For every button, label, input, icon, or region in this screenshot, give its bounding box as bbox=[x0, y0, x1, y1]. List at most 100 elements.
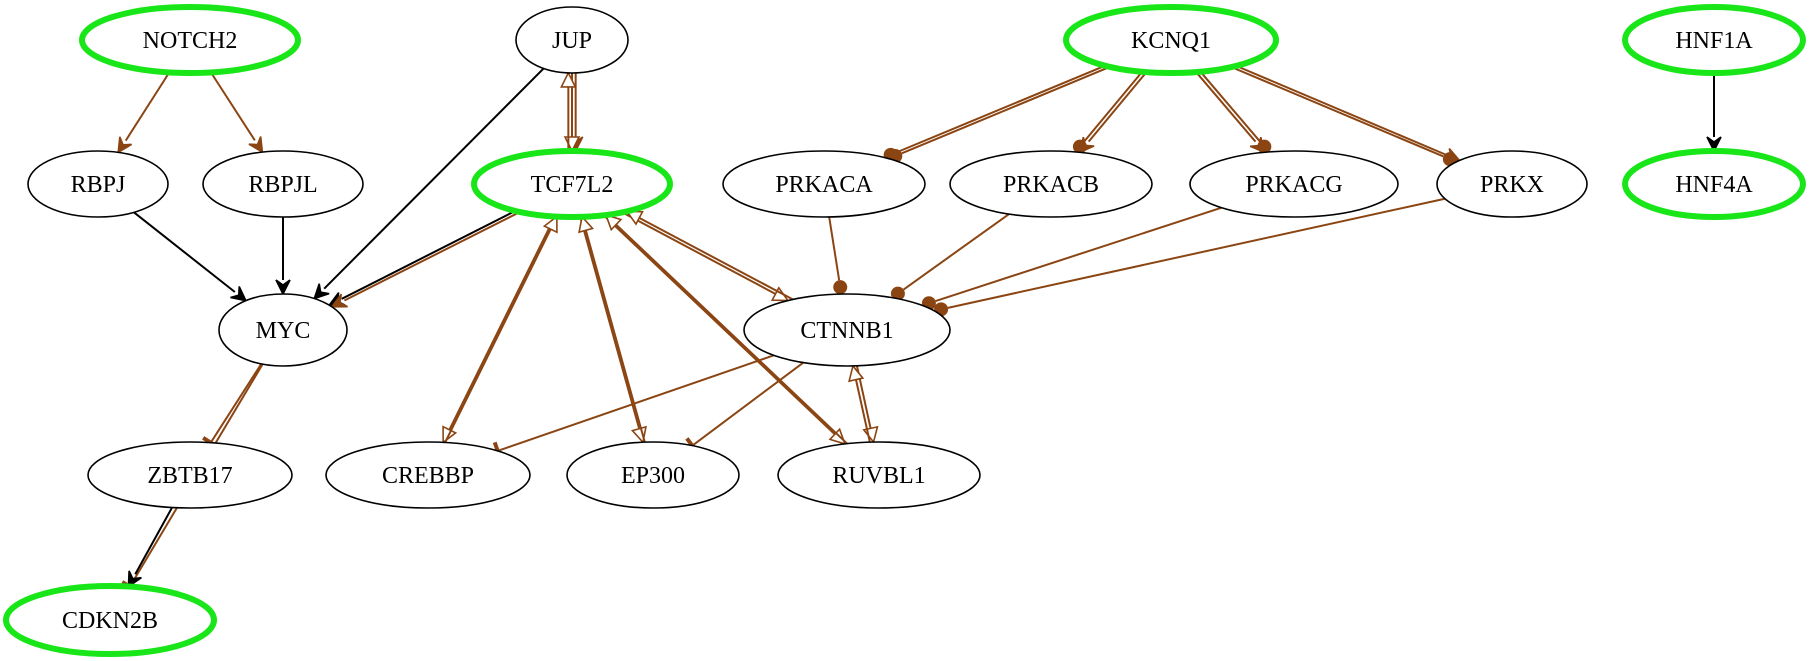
edge-line bbox=[343, 211, 521, 302]
node-jup[interactable]: JUP bbox=[515, 6, 629, 74]
node-label: KCNQ1 bbox=[1131, 28, 1211, 54]
node-kcnq1[interactable]: KCNQ1 bbox=[1063, 4, 1279, 76]
edge-tcf7l2-to-jup bbox=[560, 71, 577, 152]
node-label: JUP bbox=[552, 28, 592, 54]
edge-line bbox=[323, 67, 545, 290]
open-arrowhead bbox=[828, 427, 847, 446]
node-rbpj[interactable]: RBPJ bbox=[27, 150, 169, 218]
node-label: PRKX bbox=[1480, 172, 1544, 198]
arrowhead bbox=[117, 136, 133, 154]
edge-line bbox=[133, 211, 236, 293]
edge-line bbox=[854, 379, 871, 443]
node-label: HNF4A bbox=[1675, 172, 1753, 198]
edge-line bbox=[947, 197, 1446, 309]
node-label: CTNNB1 bbox=[800, 318, 893, 344]
arrowhead bbox=[248, 136, 264, 154]
node-ellipse bbox=[325, 441, 531, 509]
edge-line bbox=[584, 230, 646, 443]
node-prkacb[interactable]: PRKACB bbox=[949, 150, 1153, 218]
open-arrowhead bbox=[604, 213, 623, 232]
nodes-layer: NOTCH2 JUP KCNQ1 HNF1A RBPJ RBPJL TCF7L2 PRKACA… bbox=[3, 4, 1806, 657]
arrowhead bbox=[230, 286, 248, 302]
edge-ep300-to-tcf7l2 bbox=[578, 215, 646, 443]
node-ellipse bbox=[743, 293, 951, 367]
node-label: EP300 bbox=[621, 463, 685, 489]
edge-line bbox=[621, 211, 776, 295]
node-label: CREBBP bbox=[382, 463, 474, 489]
edge-crebbp-to-tcf7l2 bbox=[444, 215, 558, 443]
edge-line bbox=[638, 217, 794, 301]
edge-notch2-to-rbpj bbox=[117, 71, 171, 154]
node-label: RBPJ bbox=[71, 172, 126, 198]
node-label: PRKACA bbox=[775, 172, 873, 198]
edge-zbtb17-to-cdkn2b bbox=[127, 507, 173, 589]
node-prkacg[interactable]: PRKACG bbox=[1189, 150, 1399, 218]
node-ellipse bbox=[202, 150, 364, 218]
edge-line bbox=[603, 214, 836, 436]
node-zbtb17[interactable]: ZBTB17 bbox=[87, 441, 293, 509]
node-prkx[interactable]: PRKX bbox=[1436, 150, 1588, 218]
node-ctnnb1[interactable]: CTNNB1 bbox=[743, 293, 951, 367]
edge-rbpj-to-myc bbox=[133, 211, 248, 302]
edge-line bbox=[1230, 66, 1444, 158]
edge-prkx-to-ctnnb1 bbox=[934, 197, 1446, 317]
node-tcf7l2[interactable]: TCF7L2 bbox=[471, 148, 673, 220]
edge-line bbox=[691, 361, 804, 447]
node-ellipse bbox=[1622, 4, 1806, 76]
node-notch2[interactable]: NOTCH2 bbox=[79, 4, 301, 76]
open-arrowhead bbox=[542, 215, 558, 234]
edge-line bbox=[497, 354, 775, 452]
node-ellipse bbox=[722, 150, 926, 218]
edge-line bbox=[444, 228, 552, 443]
arrowhead bbox=[330, 293, 348, 308]
edge-line bbox=[134, 507, 173, 575]
edge-line bbox=[1199, 71, 1261, 142]
edge-kcnq1-to-prkacb bbox=[1078, 71, 1148, 154]
edge-line bbox=[1235, 64, 1447, 156]
node-myc[interactable]: MYC bbox=[218, 293, 348, 367]
node-ellipse bbox=[566, 441, 740, 509]
node-hnf1a[interactable]: HNF1A bbox=[1622, 4, 1806, 76]
node-ellipse bbox=[949, 150, 1153, 218]
node-ellipse bbox=[471, 148, 673, 220]
edge-line bbox=[1083, 71, 1143, 142]
node-rbpjl[interactable]: RBPJL bbox=[202, 150, 364, 218]
node-label: RBPJL bbox=[248, 172, 317, 198]
arrowhead bbox=[127, 570, 142, 589]
node-label: PRKACG bbox=[1245, 172, 1342, 198]
node-cdkn2b[interactable]: CDKN2B bbox=[3, 583, 217, 657]
arrowhead bbox=[313, 283, 330, 300]
edge-line bbox=[1195, 71, 1257, 143]
node-label: CDKN2B bbox=[62, 608, 158, 634]
node-ellipse bbox=[87, 441, 293, 509]
edge-line bbox=[1087, 71, 1148, 143]
dot-head bbox=[1072, 139, 1087, 154]
edge-jup-to-myc bbox=[313, 67, 545, 300]
open-arrowhead bbox=[862, 425, 879, 444]
edge-line bbox=[901, 65, 1111, 155]
edge-prkacb-to-ctnnb1 bbox=[890, 213, 1010, 301]
node-hnf4a[interactable]: HNF4A bbox=[1622, 148, 1806, 220]
open-arrowhead bbox=[578, 215, 595, 234]
dot-head bbox=[890, 286, 905, 301]
edge-line bbox=[615, 223, 848, 445]
edge-line bbox=[935, 206, 1222, 303]
edge-tcf7l2-to-myc bbox=[330, 211, 521, 308]
edge-line bbox=[896, 64, 1106, 154]
node-ellipse bbox=[515, 6, 629, 74]
node-ep300[interactable]: EP300 bbox=[566, 441, 740, 509]
node-ellipse bbox=[3, 583, 217, 657]
edge-kcnq1-to-prkacg bbox=[1195, 71, 1266, 154]
node-prkaca[interactable]: PRKACA bbox=[722, 150, 926, 218]
node-ellipse bbox=[27, 150, 169, 218]
arrowhead bbox=[275, 279, 291, 296]
node-ellipse bbox=[1436, 150, 1588, 218]
node-crebbp[interactable]: CREBBP bbox=[325, 441, 531, 509]
node-ruvbl1[interactable]: RUVBL1 bbox=[777, 441, 981, 509]
node-label: NOTCH2 bbox=[143, 28, 238, 54]
edge-prkaca-to-ctnnb1 bbox=[828, 216, 848, 295]
edge-notch2-to-rbpjl bbox=[210, 71, 264, 154]
arrowhead bbox=[1706, 136, 1722, 153]
edge-line bbox=[210, 71, 256, 141]
